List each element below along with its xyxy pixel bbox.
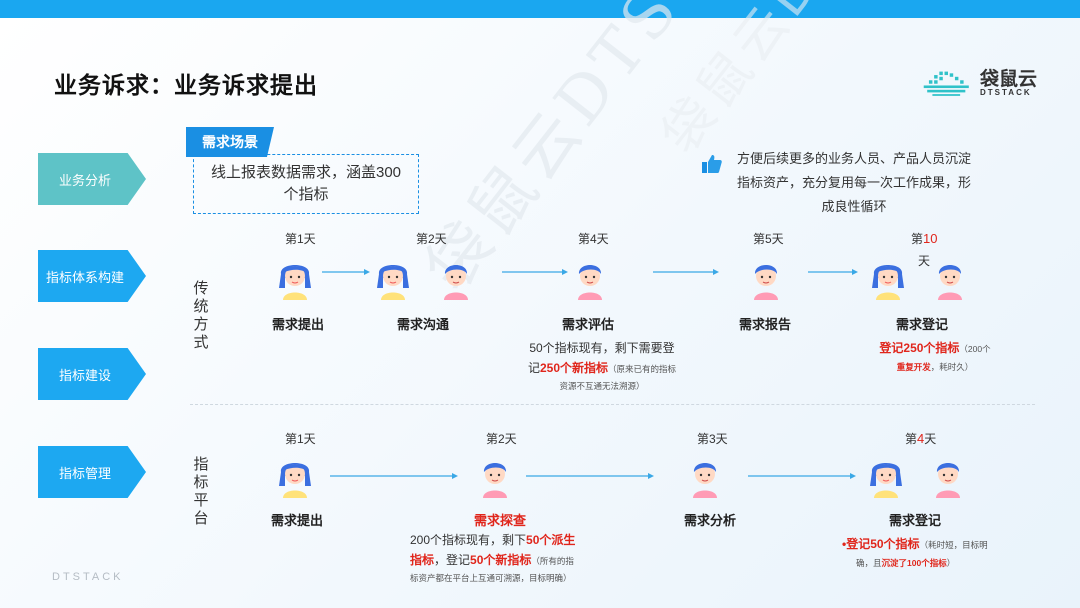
plat-day-2: 第2天 [486, 432, 517, 446]
avatar-girl-icon [870, 463, 902, 498]
footer-brand: DTSTACK [52, 571, 124, 583]
plat-register-note: •登记50个指标（耗时短，目标明 确，且沉淀了100个指标） [842, 537, 988, 568]
arrow-right-icon [653, 269, 719, 275]
trad-stage-communicate: 需求沟通 [397, 317, 450, 332]
trad-day-10-suffix: 天 [918, 254, 931, 268]
thumbs-up-icon [702, 155, 722, 173]
plat-stage-propose: 需求提出 [271, 513, 324, 528]
trad-stage-evaluate: 需求评估 [562, 317, 615, 332]
arrow-right-icon [748, 473, 856, 479]
avatar-girl-icon [279, 463, 311, 498]
trad-day-4: 第4天 [578, 232, 609, 246]
logo-sub: DTSTACK [980, 88, 1032, 97]
arrow-right-icon [526, 473, 654, 479]
plat-probe-note: 200个指标现有，剩下50个派生 指标，登记50个新指标（所有的指 标资产都在平… [410, 533, 576, 583]
avatar-boy-icon [693, 463, 717, 498]
avatar-boy-icon [444, 265, 468, 300]
trad-day-2: 第2天 [416, 232, 447, 246]
avatar-boy-icon [938, 265, 962, 300]
plat-day-3: 第3天 [697, 432, 728, 446]
section-divider [190, 404, 1035, 405]
step-business-analysis: 业务分析 [38, 153, 146, 205]
plat-stage-analyze: 需求分析 [684, 513, 737, 528]
trad-stage-propose: 需求提出 [272, 317, 325, 332]
trad-day-5: 第5天 [753, 232, 784, 246]
avatar-boy-icon [754, 265, 778, 300]
scene-text: 线上报表数据需求，涵盖300个指标 [210, 164, 402, 203]
arrow-right-icon [330, 473, 458, 479]
platform-label: 指标平台 [193, 456, 209, 527]
trad-register-note: 登记250个指标（200个 重复开发，耗时久） [879, 341, 991, 372]
step-indicator-build: 指标建设 [38, 348, 146, 400]
plat-stage-probe: 需求探查 [474, 513, 527, 528]
plat-day-1: 第1天 [285, 432, 316, 446]
logo-name: 袋鼠云 [980, 69, 1038, 90]
step-indicator-system: 指标体系构建 [38, 250, 146, 302]
trad-stage-register: 需求登记 [896, 317, 949, 332]
scene-tag: 需求场景 [186, 127, 274, 157]
plat-day-4: 第4天 [905, 431, 937, 446]
trad-day-10: 第10 [911, 231, 938, 246]
page-title: 业务诉求：业务诉求提出 [54, 72, 318, 98]
trad-day-1: 第1天 [285, 232, 316, 246]
cloud-logo-icon [923, 71, 969, 96]
step-indicator-management: 指标管理 [38, 446, 146, 498]
trad-stage-report: 需求报告 [739, 317, 792, 332]
avatar-boy-icon [936, 463, 960, 498]
scene-box: 线上报表数据需求，涵盖300个指标 [193, 154, 419, 214]
avatar-boy-icon [578, 265, 602, 300]
arrow-right-icon [322, 269, 370, 275]
top-accent-bar [0, 0, 1080, 18]
plat-stage-register: 需求登记 [889, 513, 942, 528]
traditional-label: 传统方式 [193, 280, 209, 351]
background [0, 18, 1080, 608]
arrow-right-icon [808, 269, 858, 275]
avatar-girl-icon [377, 265, 409, 300]
avatar-girl-icon [872, 265, 904, 300]
arrow-right-icon [502, 269, 568, 275]
benefit-text: 方便后续更多的业务人员、产品人员沉淀指标资产，充分复用每一次工作成果，形成良性循… [736, 151, 971, 214]
avatar-girl-icon [279, 265, 311, 300]
avatar-boy-icon [483, 463, 507, 498]
trad-eval-note: 50个指标现有，剩下需要登 记250个新指标（原来已有的指标 资源不互通无法溯源… [527, 341, 677, 391]
